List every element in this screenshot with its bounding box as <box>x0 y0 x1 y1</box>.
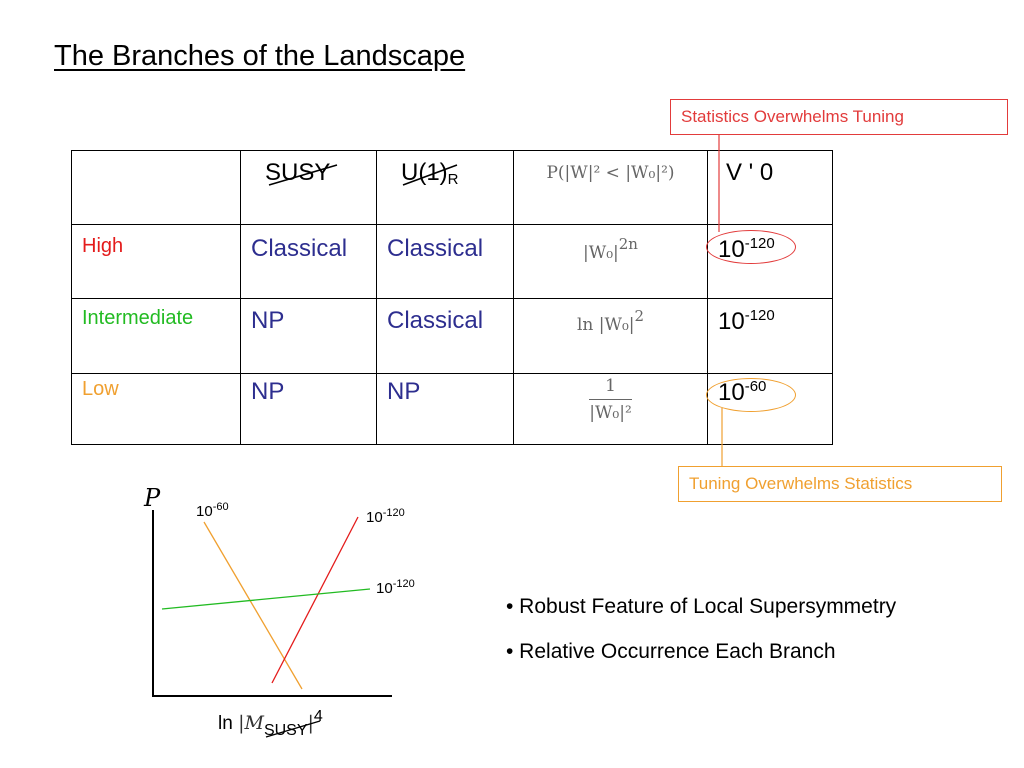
line-label-intermediate: 10-120 <box>376 578 415 597</box>
cell-high-v: 10-120 <box>707 224 833 299</box>
header-probability: P(|W|² < |W₀|²) <box>513 150 708 225</box>
line-label-high: 10-120 <box>366 507 405 526</box>
cell-low-v: 10-60 <box>707 373 833 445</box>
row-label-high: High <box>71 224 241 299</box>
susy-struck-label: SUSY <box>265 159 338 187</box>
table-row-high: High Classical Classical |W₀|2n 10-120 <box>71 224 833 299</box>
line-label-low: 10-60 <box>196 501 229 520</box>
x-axis-label: ln |MSUSY|4 <box>218 708 323 740</box>
table-row-low: Low NP NP 1 |W₀|² 10-60 <box>71 373 833 445</box>
intermediate-branch-line <box>161 588 371 610</box>
strike-slash-icon <box>402 164 458 186</box>
bullet-list: • Robust Feature of Local Supersymmetry … <box>506 584 896 674</box>
cell-low-u1: NP <box>376 373 514 445</box>
page-title: The Branches of the Landscape <box>54 40 466 72</box>
bullet-item: • Relative Occurrence Each Branch <box>506 640 836 663</box>
fraction: 1 |W₀|² <box>589 376 632 423</box>
cell-low-prob: 1 |W₀|² <box>513 373 708 445</box>
callout-statistics-overwhelms-tuning: Statistics Overwhelms Tuning <box>670 99 1008 135</box>
low-branch-line <box>203 521 303 690</box>
cell-high-u1: Classical <box>376 224 514 299</box>
strike-slash-icon <box>265 720 321 738</box>
row-label-intermediate: Intermediate <box>71 298 241 374</box>
callout-tuning-overwhelms-statistics: Tuning Overwhelms Statistics <box>678 466 1002 502</box>
table-header-row: SUSY U(1) R P(|W|² < |W₀|²) V ' 0 <box>71 150 833 225</box>
cell-high-prob: |W₀|2n <box>513 224 708 299</box>
header-v-zero: V ' 0 <box>707 150 833 225</box>
header-empty-cell <box>71 150 241 225</box>
cell-intermediate-prob: ln |W₀|2 <box>513 298 708 374</box>
branches-table: SUSY U(1) R P(|W|² < |W₀|²) V ' 0 High C… <box>71 150 833 445</box>
u1-struck-label: U(1) <box>401 159 458 187</box>
row-label-low: Low <box>71 373 241 445</box>
table-row-intermediate: Intermediate NP Classical ln |W₀|2 10-12… <box>71 298 833 374</box>
strike-slash-icon <box>268 164 338 186</box>
probability-axis-label: P <box>144 484 161 512</box>
high-branch-line <box>271 516 359 684</box>
bullet-item: • Robust Feature of Local Supersymmetry <box>506 595 897 618</box>
header-u1r: U(1) R <box>376 150 514 225</box>
